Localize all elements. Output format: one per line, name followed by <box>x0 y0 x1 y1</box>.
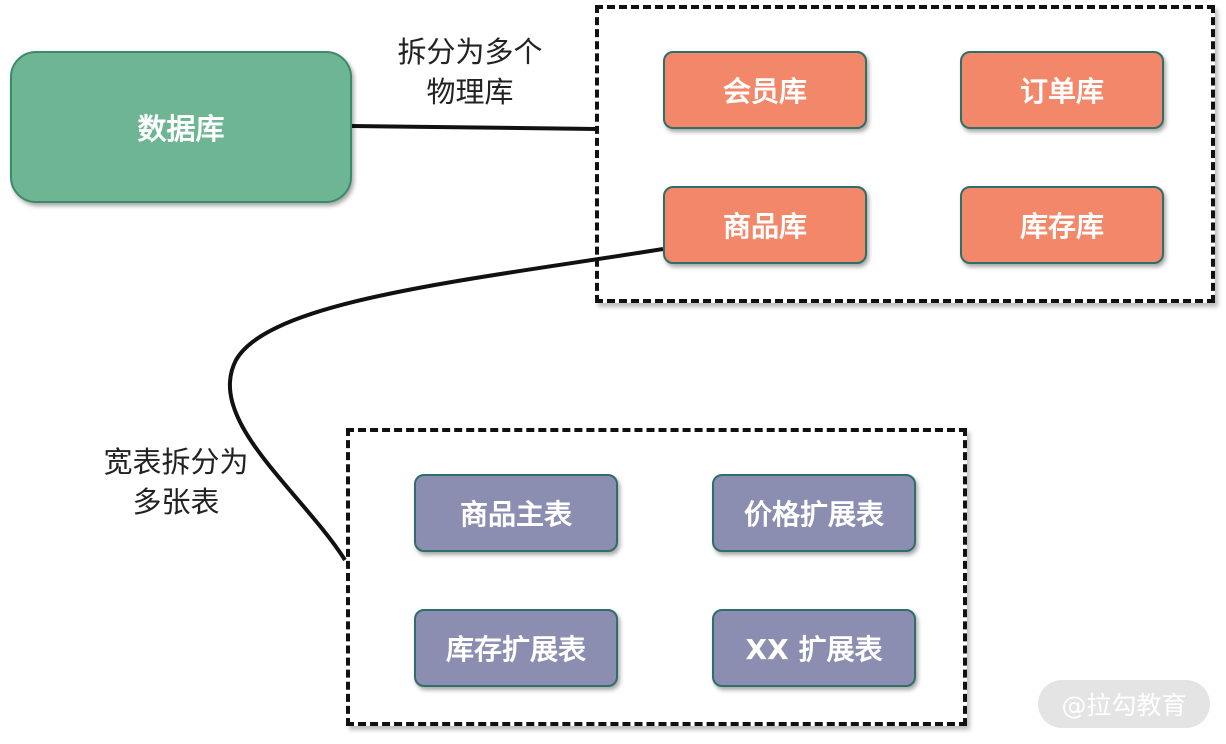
product-db-node[interactable]: 商品库 <box>663 186 867 264</box>
xx-ext-table-node[interactable]: XX 扩展表 <box>712 609 916 687</box>
member-db-node[interactable]: 会员库 <box>663 51 867 129</box>
watermark: @拉勾教育 <box>1038 680 1210 728</box>
connector-product-to-tables <box>228 247 664 562</box>
split-table-label-line2: 多张表 <box>132 485 220 519</box>
physical-db-group <box>595 5 1215 303</box>
inventory-ext-table-node[interactable]: 库存扩展表 <box>414 609 618 687</box>
split-db-label-line1: 拆分为多个 <box>397 35 543 69</box>
split-db-label: 拆分为多个 物理库 <box>380 32 560 112</box>
price-ext-table-node[interactable]: 价格扩展表 <box>712 474 916 552</box>
split-db-label-line2: 物理库 <box>426 75 514 109</box>
inventory-db-node[interactable]: 库存库 <box>960 186 1164 264</box>
table-group <box>346 428 967 726</box>
connector-db-to-physical <box>351 124 598 131</box>
split-table-label: 宽表拆分为 多张表 <box>86 442 266 522</box>
product-main-table-node[interactable]: 商品主表 <box>414 474 618 552</box>
source-database-node[interactable]: 数据库 <box>10 51 352 203</box>
order-db-node[interactable]: 订单库 <box>960 51 1164 129</box>
split-table-label-line1: 宽表拆分为 <box>103 445 249 479</box>
